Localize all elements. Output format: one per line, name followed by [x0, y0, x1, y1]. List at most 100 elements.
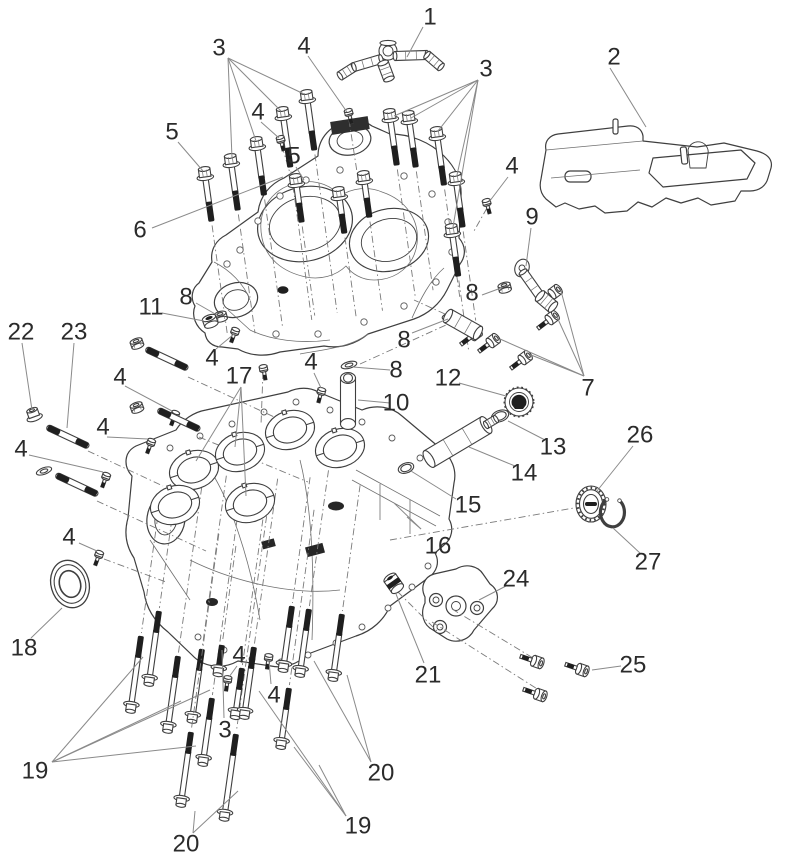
socket-bolt	[518, 653, 545, 670]
callout-label-3: 3	[212, 35, 225, 62]
socket-bolt	[563, 661, 590, 678]
leader-line	[195, 386, 242, 462]
leader-line	[596, 445, 634, 492]
small-screw	[100, 471, 112, 489]
leader-line	[481, 287, 502, 296]
leader-line	[395, 593, 425, 664]
callout-label-24: 24	[503, 566, 530, 593]
bearing-shell	[168, 449, 220, 491]
long-bolt	[325, 485, 361, 682]
long-bolt	[184, 475, 227, 724]
callout-label-16: 16	[425, 533, 452, 560]
leader-line	[437, 79, 479, 132]
callout-label-11: 11	[139, 294, 164, 321]
callout-label-6: 6	[133, 217, 146, 244]
leader-line	[452, 79, 479, 228]
flange-bolt	[381, 108, 416, 299]
callout-label-21: 21	[415, 662, 442, 689]
leader-line	[240, 386, 247, 497]
leader-line	[411, 318, 449, 334]
leader-line	[530, 354, 585, 377]
end-cap	[575, 485, 607, 523]
callout-label-4: 4	[297, 33, 310, 60]
leader-line	[313, 660, 372, 763]
leader-line	[458, 382, 507, 397]
leader-line	[406, 516, 422, 530]
cylinder-part	[422, 416, 493, 468]
cylinder-part	[534, 290, 559, 313]
callout-label-22: 22	[8, 319, 35, 346]
flange-bolt	[222, 153, 256, 334]
leader-line	[352, 366, 391, 371]
socket-bolt	[508, 349, 533, 371]
leader-line	[51, 689, 211, 763]
flange-bolt	[287, 173, 316, 316]
cylinder-part	[442, 308, 484, 341]
leader-line	[227, 57, 233, 159]
flange-nut	[26, 406, 43, 423]
callout-label-4: 4	[205, 345, 218, 372]
axis-line	[359, 324, 447, 365]
callout-label-4: 4	[113, 364, 126, 391]
stud-bolt	[157, 407, 201, 432]
washer	[340, 360, 358, 370]
oil-seal	[49, 559, 91, 609]
leader-line	[258, 690, 347, 817]
callout-label-5: 5	[287, 143, 300, 170]
axis-line	[87, 450, 164, 487]
axis-line	[96, 500, 207, 552]
leader-line	[346, 674, 372, 763]
hex-nut	[213, 310, 229, 323]
leader-line	[66, 342, 75, 429]
long-bolt	[216, 516, 268, 822]
flange-bolt	[274, 106, 313, 320]
axis-line	[413, 299, 446, 315]
leader-line	[51, 745, 197, 763]
flange-bolt	[330, 186, 357, 317]
callout-label-4: 4	[232, 642, 245, 669]
callout-label-4: 4	[62, 524, 75, 551]
flange-bolt	[400, 110, 434, 291]
oil-pump-cover-drawing	[422, 565, 498, 642]
axis-line	[260, 371, 264, 426]
leader-line	[215, 333, 235, 350]
callout-label-4: 4	[96, 414, 109, 441]
dowel-tube	[339, 372, 357, 430]
leader-line	[221, 649, 225, 719]
callout-label-25: 25	[620, 652, 647, 679]
callout-label-15: 15	[455, 492, 482, 519]
leader-line	[313, 372, 322, 389]
stud-bolt	[46, 424, 90, 449]
long-bolt	[123, 517, 159, 714]
flange-bolt	[196, 166, 228, 335]
leader-line	[177, 141, 204, 172]
small-screw	[145, 437, 157, 455]
leader-line	[228, 665, 238, 678]
callout-label-13: 13	[540, 434, 567, 461]
bearing-shell	[149, 484, 201, 526]
hex-nut	[129, 337, 145, 350]
socket-bolt	[476, 332, 501, 354]
callout-label-9: 9	[525, 204, 538, 231]
small-screw	[263, 653, 274, 670]
stud-bolt	[55, 472, 99, 497]
leader-line	[406, 26, 424, 58]
leader-line	[234, 386, 242, 448]
long-bolt	[141, 462, 181, 687]
callout-label-17: 17	[226, 363, 253, 390]
cylinder-part	[377, 59, 395, 83]
callout-label-19: 19	[345, 813, 372, 840]
axis-line	[397, 591, 439, 633]
leader-line	[51, 656, 144, 763]
long-bolt	[273, 509, 315, 750]
leader-line	[318, 764, 347, 817]
callout-label-4: 4	[251, 99, 264, 126]
baffle-bracket-drawing	[539, 118, 773, 214]
callout-label-1: 1	[423, 4, 436, 31]
callout-label-5: 5	[165, 119, 178, 146]
small-screw	[258, 364, 269, 381]
flange-bolt	[355, 170, 383, 311]
